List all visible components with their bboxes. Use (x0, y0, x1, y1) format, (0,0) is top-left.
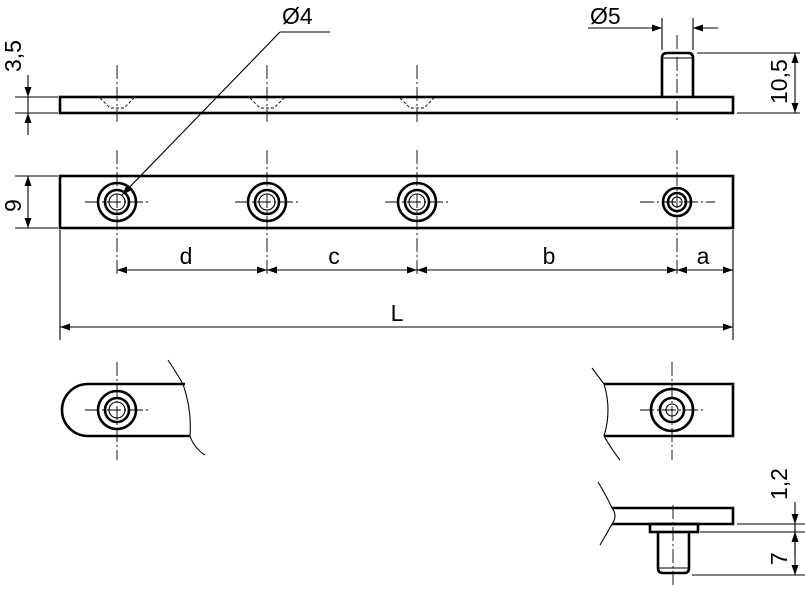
countersink-hidden-lines (99, 97, 435, 109)
label-hole-diameter: Ø4 (282, 3, 313, 29)
dim-hole-diameter: Ø4 (121, 3, 330, 196)
label-pin-length: 7 (766, 552, 792, 565)
dim-length: L (60, 300, 733, 331)
detail-pin-side (597, 481, 735, 585)
dim-pin-length: 7 (692, 532, 805, 576)
label-b: b (543, 243, 556, 269)
dim-thickness: 3,5 (0, 40, 58, 135)
pin-side (660, 51, 695, 97)
label-d: d (180, 243, 193, 269)
bar-plan-outline (58, 174, 735, 230)
label-a: a (697, 243, 710, 269)
detail-rounded-end (60, 359, 206, 460)
dim-width: 9 (0, 175, 58, 229)
label-length: L (391, 300, 404, 326)
label-width: 9 (0, 199, 26, 212)
plan-centerlines (85, 150, 715, 275)
bar-side-outline (58, 95, 735, 115)
label-thickness: 3,5 (0, 40, 26, 72)
dim-pin-height: 10,5 (697, 52, 800, 114)
dim-pin-diameter: Ø5 (588, 3, 718, 50)
label-pin-height: 10,5 (766, 59, 792, 104)
dim-spacings: d c b a (59, 230, 734, 340)
label-c: c (328, 243, 340, 269)
side-view (58, 35, 735, 122)
label-pin-diameter: Ø5 (590, 3, 621, 29)
detail-pin-end (591, 362, 735, 461)
label-flange: 1,2 (766, 468, 792, 500)
plan-view (58, 150, 735, 275)
dim-flange: 1,2 (700, 468, 805, 555)
